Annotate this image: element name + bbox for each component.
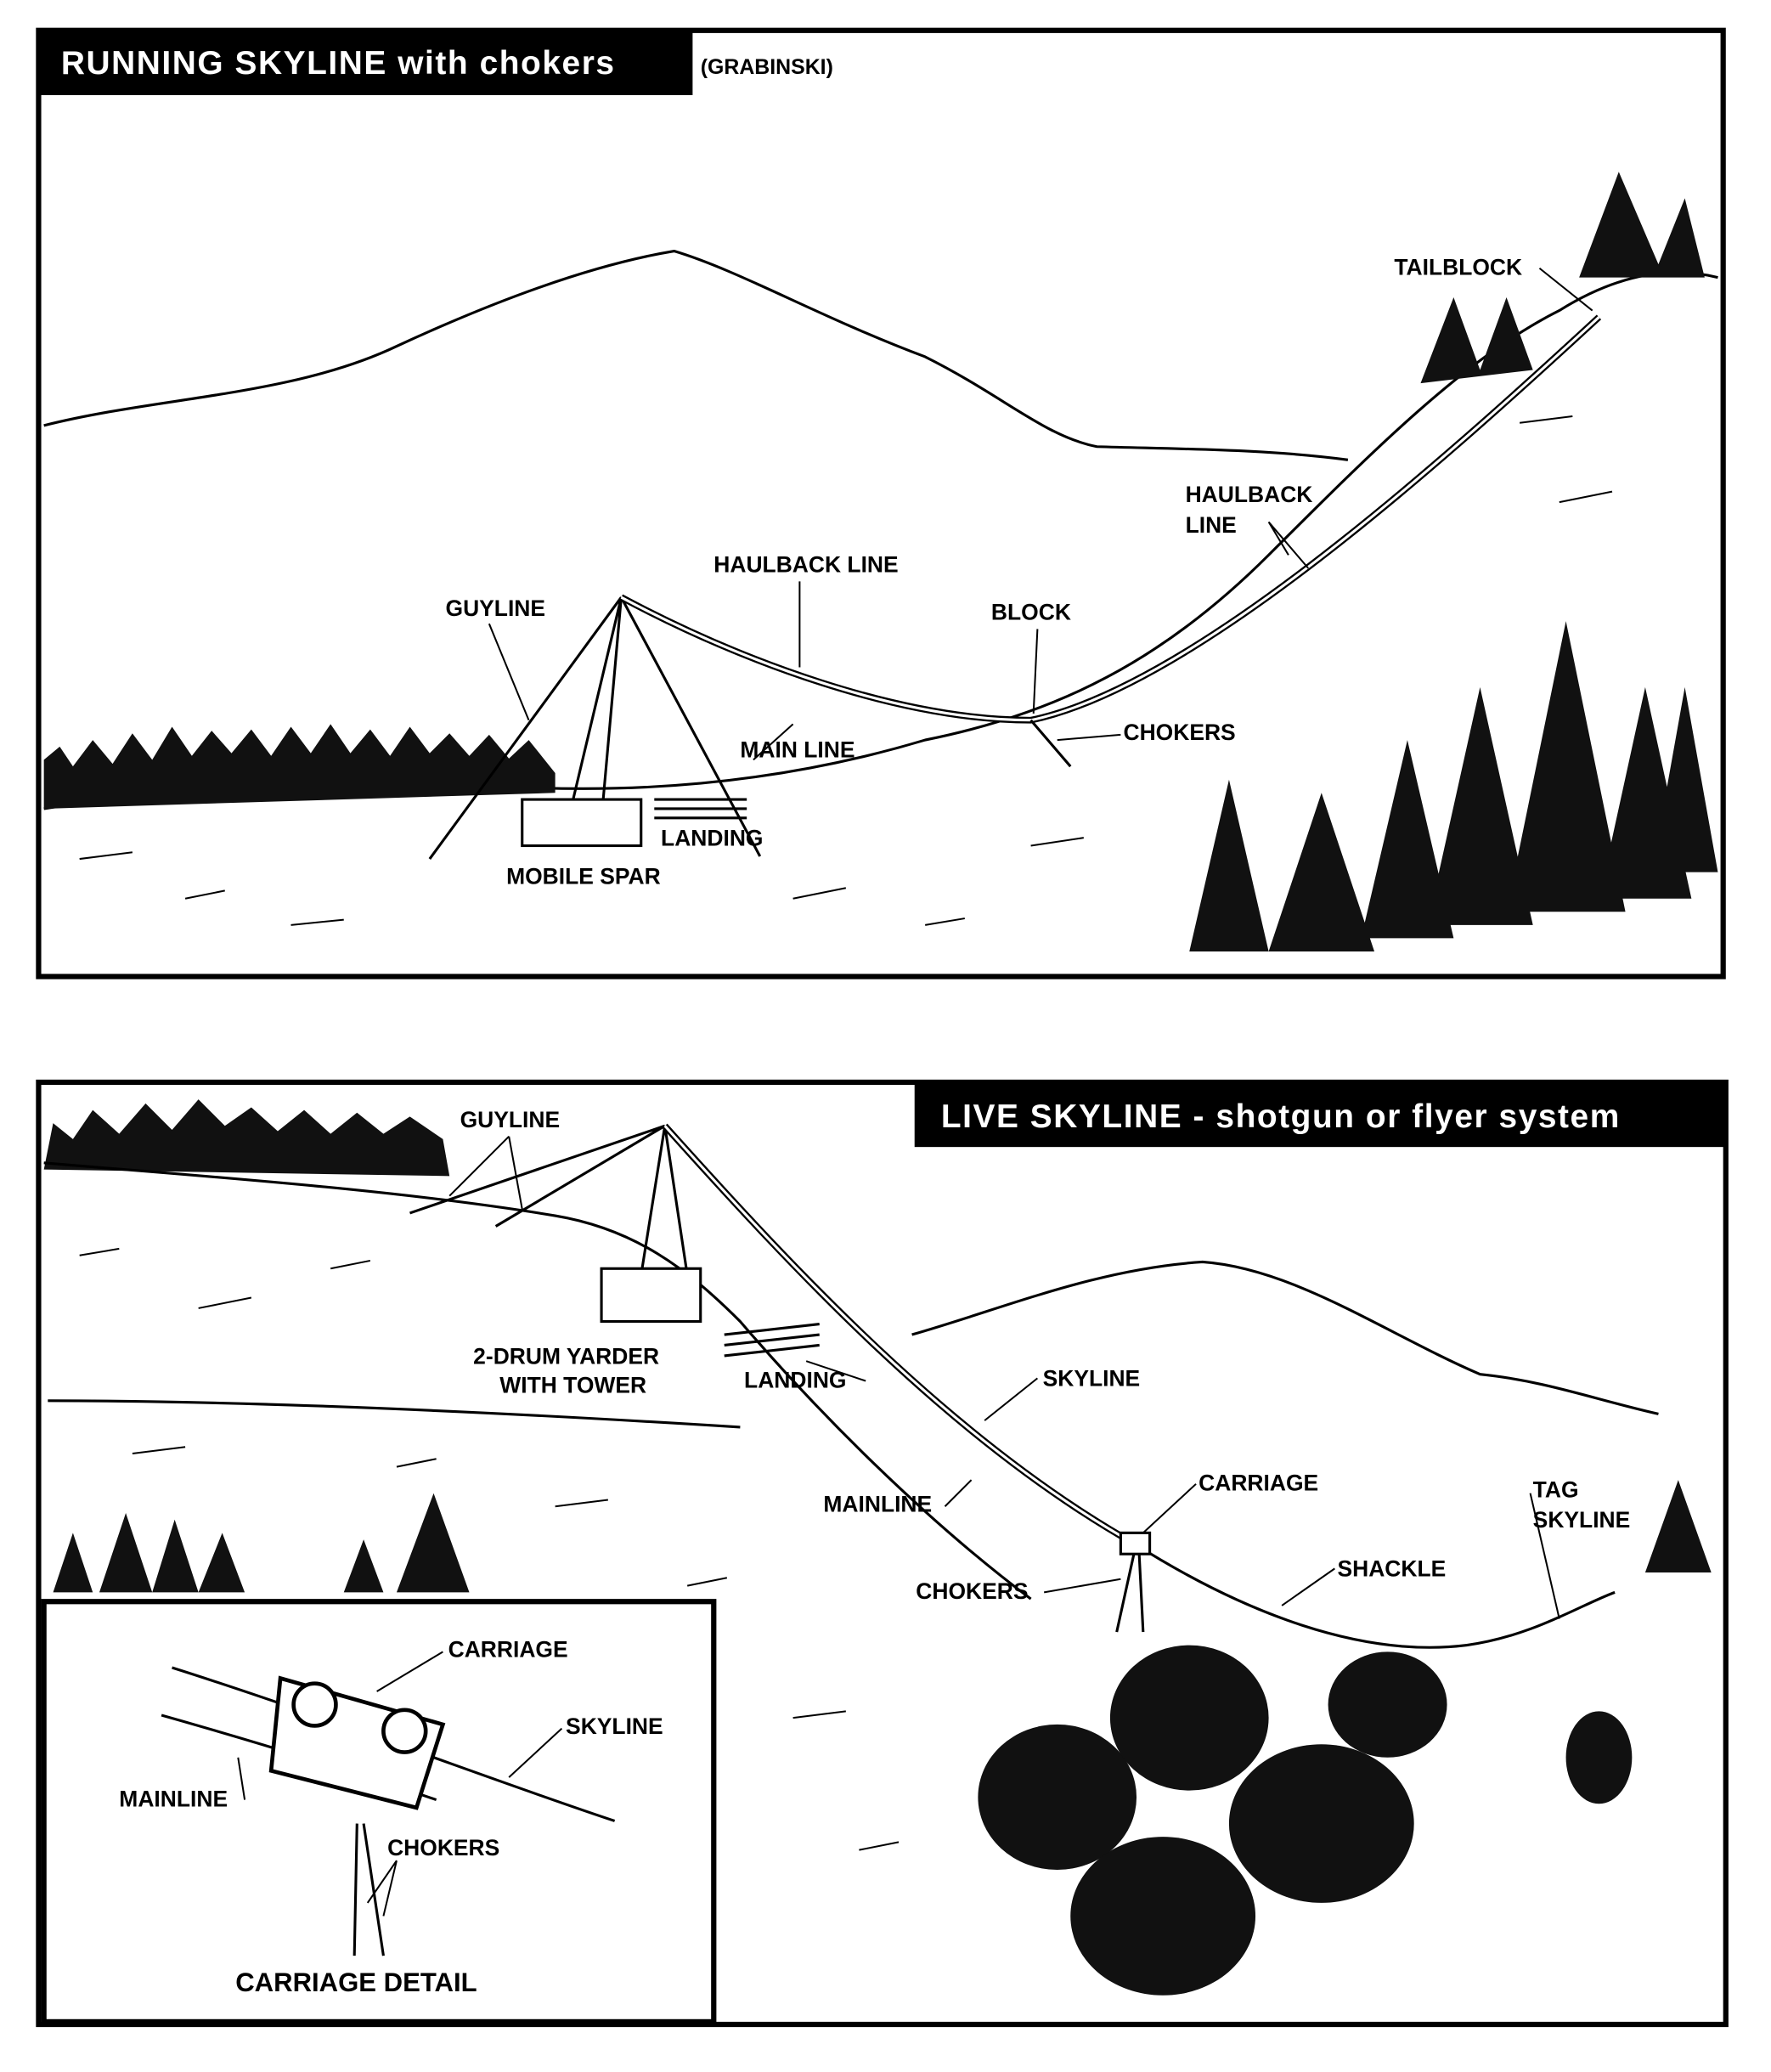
top-leader-lines bbox=[488, 267, 1593, 761]
label-main-line: MAIN LINE bbox=[740, 737, 854, 762]
label-tag-skyline-2: SKYLINE bbox=[1533, 1507, 1631, 1533]
yarder-vehicle bbox=[600, 1267, 702, 1324]
top-title-box bbox=[39, 31, 693, 95]
inset-leader-lines bbox=[237, 1651, 563, 1917]
label-carriage: CARRIAGE bbox=[1199, 1471, 1318, 1496]
top-credit: (GRABINSKI) bbox=[701, 55, 833, 79]
inset-label-carriage: CARRIAGE bbox=[448, 1637, 568, 1663]
broadleaf-trees bbox=[978, 1645, 1633, 1996]
guylines bbox=[428, 596, 762, 860]
mountain-outline bbox=[43, 249, 1349, 461]
label-yarder-1: 2-DRUM YARDER bbox=[473, 1343, 659, 1369]
top-title: RUNNING SKYLINE with chokers bbox=[61, 45, 616, 82]
label-haulback-line: HAULBACK LINE bbox=[713, 552, 898, 578]
bottom-title: LIVE SKYLINE - shotgun or flyer system bbox=[941, 1098, 1621, 1135]
label-mobile-spar: MOBILE SPAR bbox=[506, 864, 661, 889]
treeline-top-left bbox=[43, 1099, 450, 1177]
label-mainline: MAINLINE bbox=[823, 1491, 932, 1516]
inset-chokers bbox=[353, 1823, 385, 1956]
label-tailblock: TAILBLOCK bbox=[1394, 255, 1522, 280]
label-shackle: SHACKLE bbox=[1337, 1556, 1446, 1582]
trees-bottom-left bbox=[53, 1480, 1712, 1593]
inset-title: CARRIAGE DETAIL bbox=[235, 1968, 477, 1997]
inset-label-skyline: SKYLINE bbox=[566, 1713, 663, 1739]
inset-label-chokers: CHOKERS bbox=[387, 1835, 499, 1860]
chokers-bottom bbox=[1115, 1553, 1145, 1633]
inset-sheave-right bbox=[381, 1708, 428, 1754]
label-tag-skyline-1: TAG bbox=[1533, 1476, 1579, 1502]
running-skyline-panel: RUNNING SKYLINE with chokers (GRABINSKI)… bbox=[36, 27, 1726, 980]
landing-logs-bottom bbox=[724, 1323, 820, 1358]
bottom-leader-lines bbox=[448, 1136, 1560, 1619]
label-haulback-right-1: HAULBACK bbox=[1186, 482, 1313, 507]
label-skyline: SKYLINE bbox=[1043, 1366, 1141, 1392]
label-landing: LANDING bbox=[661, 826, 763, 851]
label-chokers-bottom: CHOKERS bbox=[916, 1578, 1028, 1604]
mountain-outline-bottom bbox=[911, 1260, 1659, 1415]
terrain-hatching-bottom bbox=[79, 1247, 900, 1851]
terrace-line bbox=[48, 1399, 741, 1429]
label-haulback-right-2: LINE bbox=[1186, 512, 1237, 538]
carriage bbox=[1119, 1531, 1152, 1555]
chokers-line bbox=[1029, 719, 1072, 768]
terrain-hatching bbox=[79, 415, 1613, 926]
live-skyline-panel: LIVE SKYLINE - shotgun or flyer system bbox=[36, 1079, 1729, 2028]
landing-logs bbox=[654, 798, 747, 820]
label-guyline: GUYLINE bbox=[446, 596, 546, 621]
label-block: BLOCK bbox=[991, 600, 1071, 625]
inset-frame bbox=[41, 1599, 717, 2025]
tag-skyline-cable bbox=[1133, 1542, 1616, 1649]
inset-sheave-left bbox=[291, 1681, 338, 1728]
label-chokers: CHOKERS bbox=[1123, 720, 1235, 745]
hillside-outline bbox=[43, 1161, 1032, 1601]
label-guyline-bottom: GUYLINE bbox=[460, 1107, 561, 1132]
bottom-title-box bbox=[914, 1083, 1725, 1148]
mobile-spar-vehicle bbox=[521, 798, 643, 848]
label-yarder-2: WITH TOWER bbox=[499, 1372, 646, 1397]
carriage-detail-inset: CARRIAGE SKYLINE MAINLINE CHOKERS CARRIA… bbox=[41, 1599, 717, 2025]
inset-label-mainline: MAINLINE bbox=[119, 1786, 228, 1811]
label-landing-bottom: LANDING bbox=[744, 1367, 846, 1392]
treeline-left bbox=[43, 724, 556, 809]
trees-right bbox=[1189, 172, 1718, 951]
guylines-bottom bbox=[409, 1124, 689, 1276]
top-panel-frame bbox=[36, 27, 1726, 980]
